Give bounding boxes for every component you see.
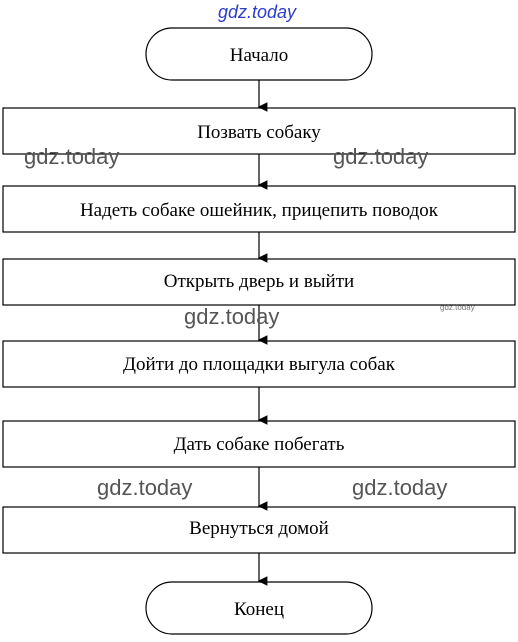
step-4-label: Дойти до площадки выгула собак (123, 354, 396, 375)
watermark-top: gdz.today (218, 2, 297, 22)
step-5-label: Дать собаке побегать (174, 434, 345, 455)
watermark-5: gdz.today (352, 475, 448, 500)
watermark-4: gdz.today (97, 475, 193, 500)
process-step-5 (2, 420, 516, 468)
start-label: Начало (230, 45, 289, 66)
watermark-3: gdz.today (184, 304, 280, 329)
end-label: Конец (234, 599, 284, 620)
watermark-small: gdz.today (440, 303, 475, 312)
process-step-4 (2, 340, 516, 388)
process-step-2 (2, 185, 516, 233)
step-1-label: Позвать собаку (197, 122, 321, 143)
process-step-3 (2, 258, 516, 306)
step-6-label: Вернуться домой (189, 518, 329, 539)
step-3-label: Открыть дверь и выйти (164, 271, 354, 292)
watermark-2: gdz.today (333, 144, 429, 169)
process-step-1 (2, 107, 516, 155)
step-2-label: Надеть собаке ошейник, прицепить поводок (80, 200, 439, 221)
watermark-1: gdz.today (24, 144, 120, 169)
